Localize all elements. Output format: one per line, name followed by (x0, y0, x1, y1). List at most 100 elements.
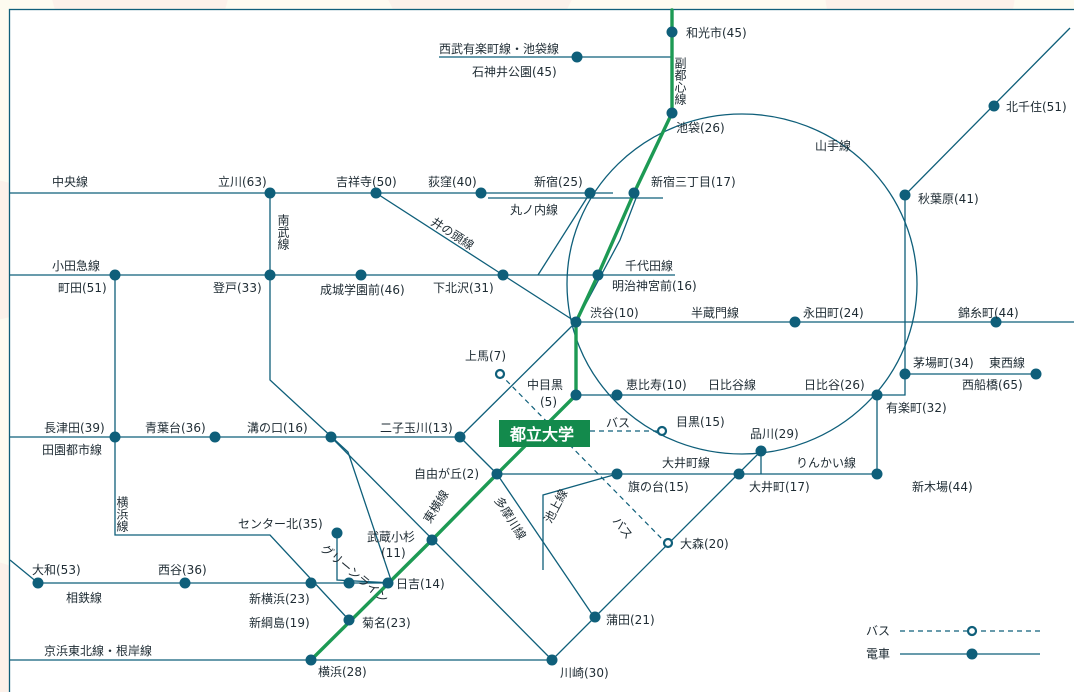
legend-bus-label: バス (866, 624, 890, 638)
station-kitasenju (988, 100, 1000, 112)
station-kawasaki (546, 654, 558, 666)
label-shinyoko: 新横浜(23) (249, 591, 310, 606)
label-keihin-line: 京浜東北線・根岸線 (44, 643, 152, 658)
label-yokohama-line: 横浜線 (115, 496, 129, 532)
label-machida: 町田(51) (58, 281, 107, 295)
station-shin-yokohama (305, 577, 317, 589)
station-shintsuna-junction (343, 577, 355, 589)
bus-stop-omori (662, 537, 674, 549)
station-shibuya (570, 316, 582, 328)
station-nagatsuta (109, 431, 121, 443)
bus-stop-kamiuma (494, 368, 506, 380)
label-kamata: 蒲田(21) (606, 613, 655, 627)
label-odakyu-line: 小田急線 (52, 258, 100, 273)
station-hatanodai (611, 468, 623, 480)
label-musashi-b: (11) (381, 546, 406, 560)
station-oimachi (733, 468, 745, 480)
green-line (336, 533, 393, 584)
label-oimachi: 大井町(17) (749, 480, 810, 494)
station-futako (454, 431, 466, 443)
label-noborito: 登戸(33) (213, 280, 262, 295)
station-meijijingu (592, 269, 604, 281)
station-yamato (32, 577, 44, 589)
station-shakujii (571, 51, 583, 63)
label-seibu-line: 西武有楽町線・池袋線 (439, 41, 559, 56)
station-tachikawa (264, 187, 276, 199)
label-nagatacho: 永田町(24) (803, 306, 864, 320)
label-rinkai-line: りんかい線 (796, 455, 856, 470)
label-chuo-line: 中央線 (52, 174, 88, 189)
label-musashi-a: 武蔵小杉 (367, 530, 415, 544)
label-hibiya: 日比谷(26) (804, 378, 865, 392)
label-nakameguro-a: 中目黒 (527, 377, 563, 392)
university-marker[interactable]: 都立大学 (499, 420, 590, 447)
station-jiyugaoka (491, 468, 503, 480)
station-kikuna (343, 614, 355, 626)
legend-bus-marker (966, 625, 978, 637)
label-shakujii: 石神井公園(45) (472, 65, 557, 79)
station-mizonokuchi (325, 431, 337, 443)
station-nishifunabashi (1030, 368, 1042, 380)
label-bus-meguro: バス (606, 416, 630, 430)
label-nagatsuta: 長津田(39) (44, 421, 105, 435)
station-musashi-kosugi (426, 534, 438, 546)
station-machida (109, 269, 121, 281)
station-noborito (264, 269, 276, 281)
label-marunouchi-line: 丸ノ内線 (510, 202, 558, 217)
label-kamiuma: 上馬(7) (465, 349, 506, 363)
label-hatanodai: 旗の台(15) (628, 479, 689, 494)
denentoshi-to-shibuya (459, 321, 577, 438)
legend: バス 電車 (866, 624, 1040, 661)
label-akihabara: 秋葉原(41) (918, 192, 979, 206)
label-yokohama: 横浜(28) (318, 665, 367, 679)
chuo-branch (537, 192, 591, 276)
label-shibuya: 渋谷(10) (590, 306, 639, 320)
label-kayabacho: 茅場町(34) (913, 356, 974, 370)
label-jiyugaoka: 自由が丘(2) (414, 466, 479, 481)
station-ebisu (611, 389, 623, 401)
label-shimokita: 下北沢(31) (433, 281, 494, 295)
station-nagatacho (789, 316, 801, 328)
label-sotetsu-line: 相鉄線 (66, 590, 102, 605)
station-wakoshi (666, 26, 678, 38)
label-kikuna: 菊名(23) (362, 615, 411, 630)
label-fukutoshin-line: 副都心線 (673, 57, 687, 105)
station-shinjuku3 (628, 187, 640, 199)
label-futako: 二子玉川(13) (380, 421, 453, 435)
label-yamanote-line: 山手線 (815, 138, 851, 153)
station-shinagawa (755, 445, 767, 457)
label-meguro: 目黒(15) (676, 415, 725, 429)
label-denentoshi-line: 田園都市線 (42, 442, 102, 457)
map-frame (8, 8, 1074, 692)
yokohama-line (114, 275, 350, 621)
label-yurakucho: 有楽町(32) (886, 401, 947, 415)
label-hiyoshi: 日吉(14) (396, 577, 445, 591)
nambu-lower (330, 436, 553, 661)
oimachi-join (459, 436, 498, 475)
label-kitasenju: 北千住(51) (1006, 100, 1067, 114)
station-nakameguro (570, 389, 582, 401)
station-ikebukuro (666, 107, 678, 119)
university-label: 都立大学 (509, 425, 574, 444)
label-aobadai: 青葉台(36) (145, 420, 206, 435)
label-yamato: 大和(53) (32, 563, 81, 577)
station-seijo (355, 269, 367, 281)
label-ebisu: 恵比寿(10) (626, 378, 687, 392)
station-ogikubo (475, 187, 487, 199)
label-center-kita: センター北(35) (238, 517, 323, 531)
station-akihabara (899, 189, 911, 201)
station-hibiya-yurakucho (871, 389, 883, 401)
station-nishiya (179, 577, 191, 589)
label-wakoshi: 和光市(45) (686, 25, 747, 40)
label-tachikawa: 立川(63) (218, 174, 267, 189)
label-shinjuku: 新宿(25) (534, 174, 583, 189)
station-shinjuku (584, 187, 596, 199)
label-nakameguro-b: (5) (540, 395, 557, 409)
label-chiyoda-line: 千代田線 (625, 258, 673, 273)
label-shinkiba: 新木場(44) (912, 479, 973, 494)
stations (32, 26, 1042, 666)
station-center-kita (331, 527, 343, 539)
label-oimachi-line: 大井町線 (662, 455, 710, 470)
label-nambu-line: 南武線 (276, 213, 290, 250)
label-kawasaki: 川崎(30) (560, 666, 609, 680)
